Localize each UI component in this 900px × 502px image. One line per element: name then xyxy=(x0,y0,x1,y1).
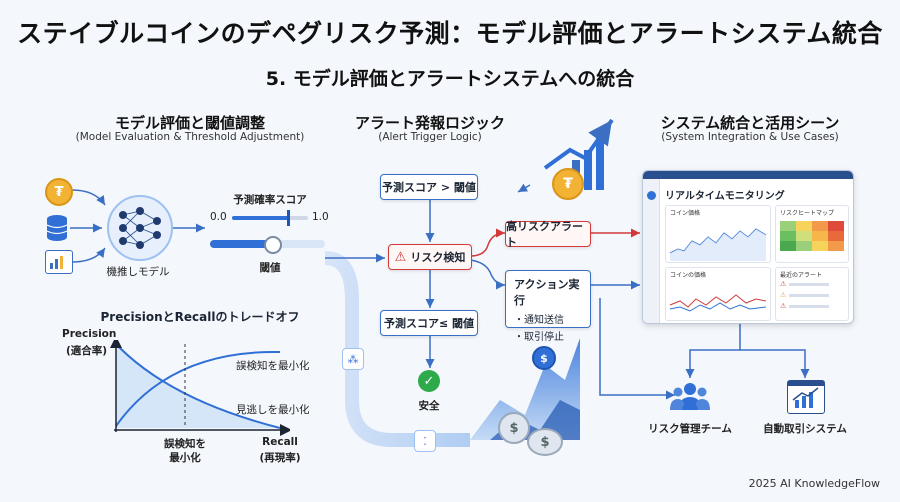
flow-chip-icon: ⁚ xyxy=(414,430,436,452)
heatmap-panel-title: リスクヒートマップ xyxy=(780,210,835,217)
middle-heading-en: (Alert Trigger Logic) xyxy=(378,131,482,143)
coin-price-panel-title: コインの価格 xyxy=(670,272,707,279)
recent-alerts-title: 最近のアラート xyxy=(780,272,823,279)
footer-credit: 2025 AI KnowledgeFlow xyxy=(748,477,880,490)
data-flow-band xyxy=(324,251,470,447)
recall-axis-label-jp: (再現率) xyxy=(259,452,301,464)
tether-coin-icon: ₮ xyxy=(45,178,73,206)
action-item-notify: ・通知送信 xyxy=(514,315,564,326)
risk-detect-box: ⚠ リスク検知 xyxy=(388,244,472,270)
precision-curve xyxy=(115,343,281,429)
precision-axis-label: Precision xyxy=(62,328,117,340)
input-arrow-3 xyxy=(71,247,106,263)
high-risk-alert-box: 高リスクアラート xyxy=(505,220,591,249)
recent-alerts-panel: 最近のアラート ⚠ ⚠ ⚠ xyxy=(775,267,849,321)
action-item-halt: ・取引停止 xyxy=(514,332,564,343)
document-chart-icon xyxy=(45,250,73,274)
growth-arrow xyxy=(543,118,614,170)
score-scale xyxy=(232,210,308,226)
database-icon xyxy=(46,214,68,242)
tradeoff-chart xyxy=(110,340,290,436)
coin-stack-icon: $ xyxy=(498,412,530,444)
team-label: リスク管理チーム xyxy=(648,423,732,435)
slider-max-label: 1.0 xyxy=(312,211,329,223)
middle-heading: アラート発報ロジック xyxy=(354,114,505,132)
slider-title: 予測確率スコア xyxy=(233,194,307,206)
action-box: アクション実行 ・通知送信 ・取引停止 xyxy=(505,270,591,343)
price-panel-title: コイン価格 xyxy=(670,210,701,217)
risk-detect-label: リスク検知 xyxy=(410,251,466,264)
condition-high-box: 予測スコア > 閾値 xyxy=(380,174,478,200)
monitoring-dashboard[interactable]: リアルタイムモニタリング コイン価格 リスクヒートマップ コインの価格 最近のア… xyxy=(642,170,854,324)
bottom-label-1: 誤検知を xyxy=(164,438,206,450)
price-line-chart xyxy=(669,228,767,261)
team-icon xyxy=(670,380,710,414)
threshold-label: 閾値 xyxy=(259,262,281,274)
model-label: 機推しモデル xyxy=(106,266,170,278)
coin-stack-icon-2: $ xyxy=(527,428,563,456)
recall-curve xyxy=(115,350,281,427)
network-chip-icon: ⁂ xyxy=(342,348,364,370)
action-title: アクション実行 xyxy=(514,278,580,307)
precision-axis-label-jp: (適合率) xyxy=(66,345,108,357)
condition-low-box: 予測スコア≤ 閾値 xyxy=(380,310,478,336)
risk-heatmap xyxy=(780,221,844,251)
curve-label-false-positive: 誤検知を最小化 xyxy=(236,360,310,372)
safe-check-icon: ✓ xyxy=(418,370,440,392)
price-panel: コイン価格 xyxy=(665,205,771,263)
auto-trading-label: 自動取引システム xyxy=(763,423,847,435)
neural-network-icon xyxy=(107,195,173,261)
page-title: ステイブルコインのデペグリスク予測：モデル評価とアラートシステム統合 xyxy=(17,19,883,48)
left-heading-en: (Model Evaluation & Threshold Adjustment… xyxy=(75,131,305,143)
tradeoff-title: PrecisionとRecallのトレードオフ xyxy=(100,310,300,324)
coin-price-panel: コインの価格 xyxy=(665,267,771,321)
dashboard-title: リアルタイムモニタリング xyxy=(665,191,785,202)
warning-icon: ⚠ xyxy=(394,249,407,265)
dollar-coin-icon: $ xyxy=(532,346,556,370)
slider-min-label: 0.0 xyxy=(210,211,227,223)
safe-label: 安全 xyxy=(418,400,440,412)
section-subtitle: 5. モデル評価とアラートシステムへの統合 xyxy=(265,68,635,90)
alert-row-icon: ⚠ xyxy=(780,291,787,299)
threshold-slider[interactable] xyxy=(210,236,325,254)
coin-price-chart xyxy=(669,294,767,312)
dashboard-logo-icon xyxy=(647,191,656,200)
alert-row-icon: ⚠ xyxy=(780,280,787,288)
right-heading: システム統合と活用シーン xyxy=(660,114,840,132)
alert-row-icon: ⚠ xyxy=(780,302,787,310)
bottom-label-2: 最小化 xyxy=(169,452,201,464)
left-heading: モデル評価と閾値調整 xyxy=(114,114,265,132)
curve-label-missed: 見逃しを最小化 xyxy=(236,404,310,416)
input-arrow-1 xyxy=(71,189,106,206)
heatmap-panel: リスクヒートマップ xyxy=(775,205,849,263)
auto-trading-icon xyxy=(787,380,825,414)
recall-axis-label: Recall xyxy=(262,436,298,448)
slider-handle[interactable] xyxy=(264,236,282,254)
right-heading-en: (System Integration & Use Cases) xyxy=(661,131,839,143)
tether-coin-icon-2: ₮ xyxy=(552,168,584,200)
